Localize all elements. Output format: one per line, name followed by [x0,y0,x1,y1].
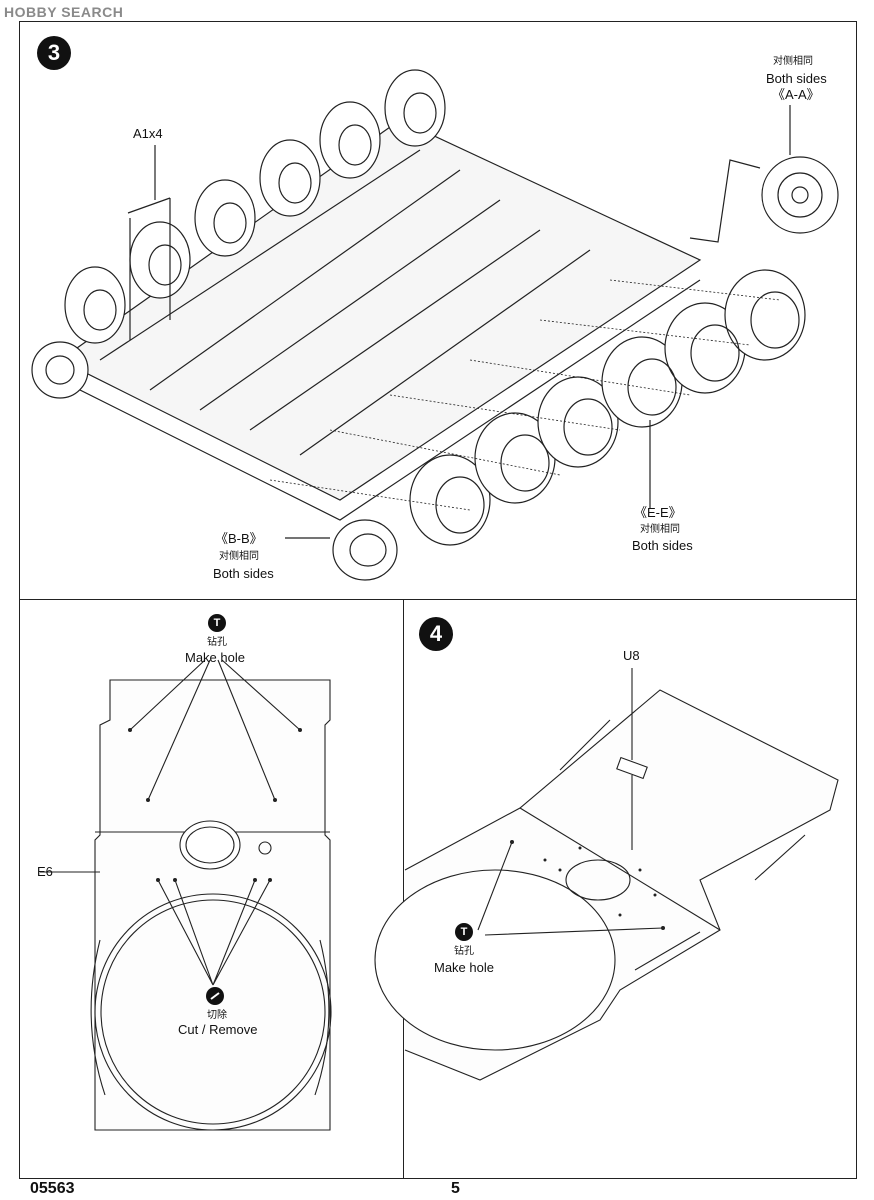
cut-chinese-label: 切除 [207,1010,227,1021]
ee-chinese-label: 对侧相同 [640,524,680,535]
drill-chinese-label: 钻孔 [207,637,227,648]
aa-section-label: 《A-A》 [772,87,820,102]
ee-both-sides-label: Both sides [632,538,693,553]
aa-both-sides-label: Both sides [766,71,827,86]
watermark-logo: HOBBY SEARCH [4,4,124,20]
step3-number: 3 [37,36,71,70]
kit-number: 05563 [30,1180,75,1197]
step4-drill-icon: T [455,923,473,941]
page-number: 5 [451,1180,460,1197]
part-a1-label: A1x4 [133,126,163,141]
step4-make-hole-label: Make hole [434,960,494,975]
part-e6-label: E6 [37,864,53,879]
part-u8-label: U8 [623,648,640,663]
cut-remove-label: Cut / Remove [178,1022,258,1037]
ee-section-label: 《E-E》 [634,505,682,520]
drill-icon: T [208,614,226,632]
bb-section-label: 《B-B》 [215,531,263,546]
bb-both-sides-label: Both sides [213,566,274,581]
bb-chinese-label: 对侧相同 [219,551,259,562]
cut-icon [206,987,224,1005]
step4-number: 4 [419,617,453,651]
step4-panel [403,599,857,1179]
drill-make-hole-label: Make hole [185,650,245,665]
step4-drill-chinese-label: 钻孔 [454,946,474,957]
aa-chinese-label: 对侧相同 [773,56,813,67]
